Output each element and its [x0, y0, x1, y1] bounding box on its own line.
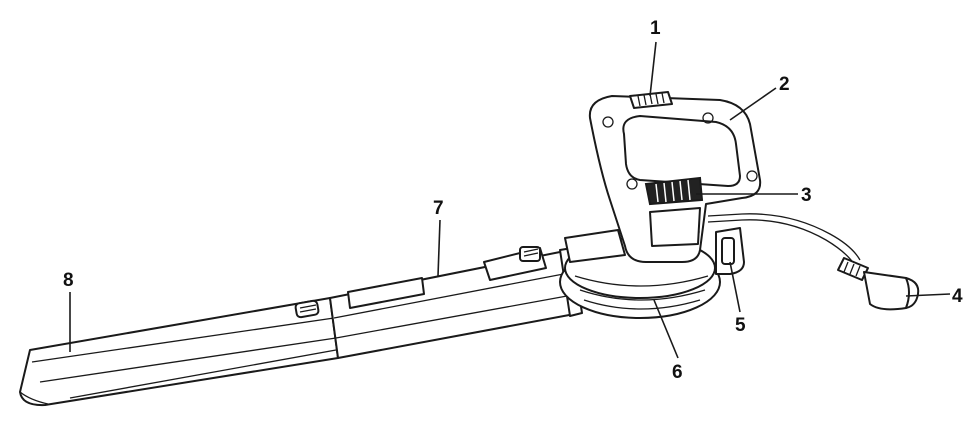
- power-cord: [707, 213, 869, 281]
- air-vent-icon: [644, 176, 704, 206]
- callout-labels: 1 2 3 4 5 6 7 8: [63, 18, 963, 383]
- motor-housing: [559, 229, 721, 319]
- plug-icon: [863, 271, 920, 311]
- callout-1: 1: [650, 18, 661, 39]
- handle[interactable]: [588, 95, 762, 263]
- callout-3: 3: [801, 185, 812, 206]
- callout-5: 5: [735, 315, 746, 336]
- callout-4: 4: [952, 286, 963, 307]
- callout-2: 2: [779, 74, 790, 95]
- leader-lines: [69, 41, 951, 359]
- switch-icon[interactable]: [629, 91, 673, 109]
- tube-window: [347, 277, 425, 309]
- callout-8: 8: [63, 270, 74, 291]
- housing-latch-icon[interactable]: [483, 246, 547, 281]
- tube-latch-icon[interactable]: [294, 299, 320, 319]
- cord-retainer: [715, 227, 745, 275]
- blower-tube: [19, 246, 583, 407]
- callout-6: 6: [672, 362, 683, 383]
- callout-7: 7: [433, 198, 444, 219]
